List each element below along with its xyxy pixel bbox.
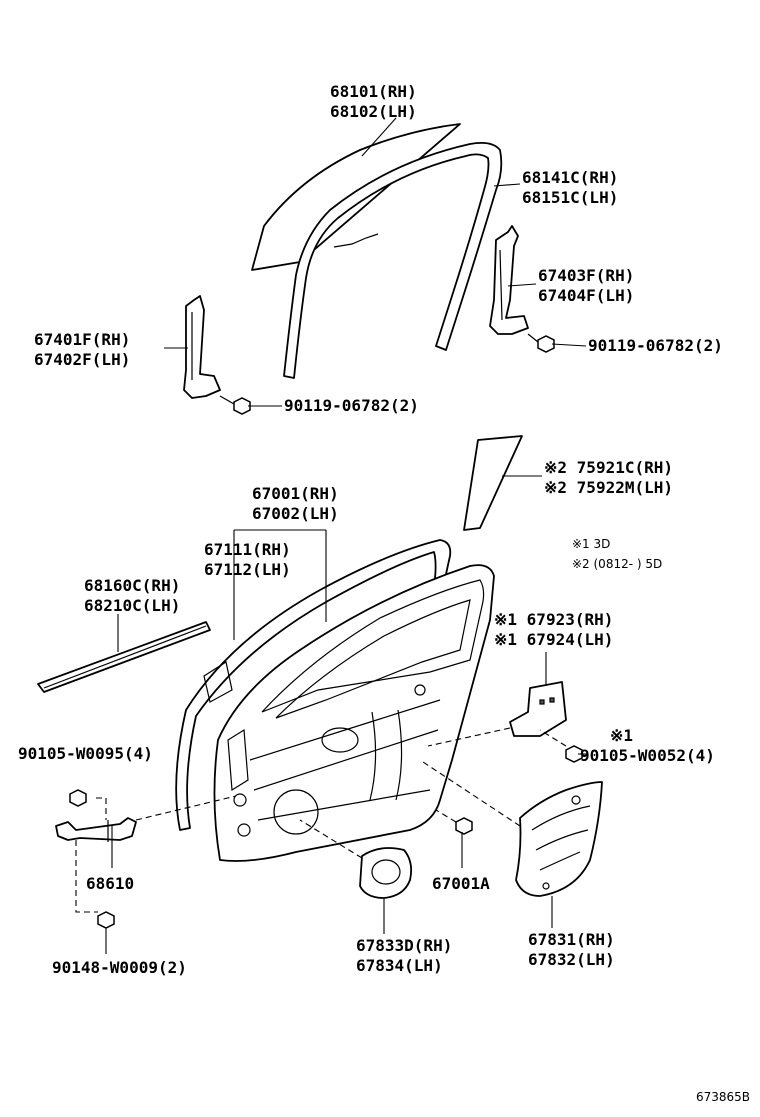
callout-line: ※1 (610, 726, 634, 745)
callout-line: 68101(RH) (330, 82, 417, 101)
callout-line: 90105-W0052(4) (580, 746, 715, 765)
sash-bracket-icon (183, 295, 221, 399)
callout-clip-cover: ※1 90105-W0052(4) (580, 726, 715, 766)
clip-icon (565, 745, 583, 763)
callout-bolt-rear-sash: 90119-06782(2) (588, 336, 723, 356)
door-checker-icon (55, 817, 137, 842)
bolt-icon (69, 789, 87, 807)
callout-line: 67832(LH) (528, 950, 615, 969)
callout-line: 90119-06782(2) (284, 396, 419, 415)
callout-service-hole-cover-rear: 67831(RH) 67832(LH) (528, 930, 615, 970)
callout-line: 67404F(LH) (538, 286, 635, 305)
hole-cover-icon (359, 847, 413, 899)
callout-bolt-checker-top: 90105-W0095(4) (18, 744, 153, 764)
callout-line: 68210C(LH) (84, 596, 181, 615)
clip-icon (455, 817, 473, 835)
callout-run-channel: 68141C(RH) 68151C(LH) (522, 168, 618, 208)
callout-line: 67833D(RH) (356, 936, 453, 955)
sash-bracket-icon (489, 225, 529, 335)
callout-tape-stripe: ※2 75921C(RH) ※2 75922M(LH) (544, 458, 673, 498)
callout-cover: ※1 67923(RH) ※1 67924(LH) (494, 610, 613, 650)
assembly-lines (75, 727, 567, 913)
bolt-icon (219, 395, 251, 415)
callout-line: ※1 67924(LH) (494, 630, 614, 649)
note-line: ※1 3D (572, 537, 611, 551)
callout-weatherstrip: 67111(RH) 67112(LH) (204, 540, 291, 580)
note-line: ※2 (0812- ) 5D (572, 557, 663, 571)
callout-bolt-front-sash: 90119-06782(2) (284, 396, 419, 416)
bolt-icon (527, 333, 555, 353)
leader-lines (105, 117, 587, 954)
belt-moulding-icon (37, 621, 211, 693)
door-shell-icon (175, 539, 495, 862)
tape-stripe-icon (463, 435, 523, 531)
callout-hole-cover-small: 67001A (432, 874, 490, 894)
callout-front-sash: 67401F(RH) 67402F(LH) (34, 330, 130, 370)
note-block: ※1 3D ※2 (0812- ) 5D (572, 534, 662, 574)
callout-line: 90148-W0009(2) (52, 958, 187, 977)
figure-ref: 673865B (695, 1090, 750, 1104)
callout-line: ※2 75921C(RH) (544, 458, 673, 477)
callout-line: 67403F(RH) (538, 266, 635, 285)
callout-line: 68160C(RH) (84, 576, 181, 595)
callout-line: 67831(RH) (528, 930, 615, 949)
callout-line: 68141C(RH) (522, 168, 619, 187)
bolt-icon (97, 911, 115, 929)
callout-line: 90105-W0095(4) (18, 744, 153, 763)
cover-icon (509, 681, 567, 737)
callout-line: 67002(LH) (252, 504, 339, 523)
callout-line: 67401F(RH) (34, 330, 131, 349)
callout-line: 67001A (432, 874, 490, 893)
callout-belt-moulding: 68160C(RH) 68210C(LH) (84, 576, 180, 616)
callout-glass: 68101(RH) 68102(LH) (330, 82, 417, 122)
callout-line: 90119-06782(2) (588, 336, 723, 355)
callout-line: 67834(LH) (356, 956, 443, 975)
run-channel-icon (283, 141, 503, 379)
callout-line: 68610 (86, 874, 135, 893)
callout-service-hole-cover: 67833D(RH) 67834(LH) (356, 936, 452, 976)
callout-line: ※1 67923(RH) (494, 610, 614, 629)
callout-line: 67402F(LH) (34, 350, 131, 369)
callout-line: 67001(RH) (252, 484, 339, 503)
callout-rear-sash: 67403F(RH) 67404F(LH) (538, 266, 634, 306)
callout-door-panel: 67001(RH) 67002(LH) (252, 484, 339, 524)
callout-line: 68151C(LH) (522, 188, 619, 207)
callout-door-checker: 68610 (86, 874, 134, 894)
callout-line: ※2 75922M(LH) (544, 478, 673, 497)
callout-line: 68102(LH) (330, 102, 417, 121)
callout-line: 67111(RH) (204, 540, 291, 559)
hole-cover-icon (515, 781, 603, 897)
callout-line: 67112(LH) (204, 560, 291, 579)
callout-bolt-checker-bottom: 90148-W0009(2) (52, 958, 187, 978)
